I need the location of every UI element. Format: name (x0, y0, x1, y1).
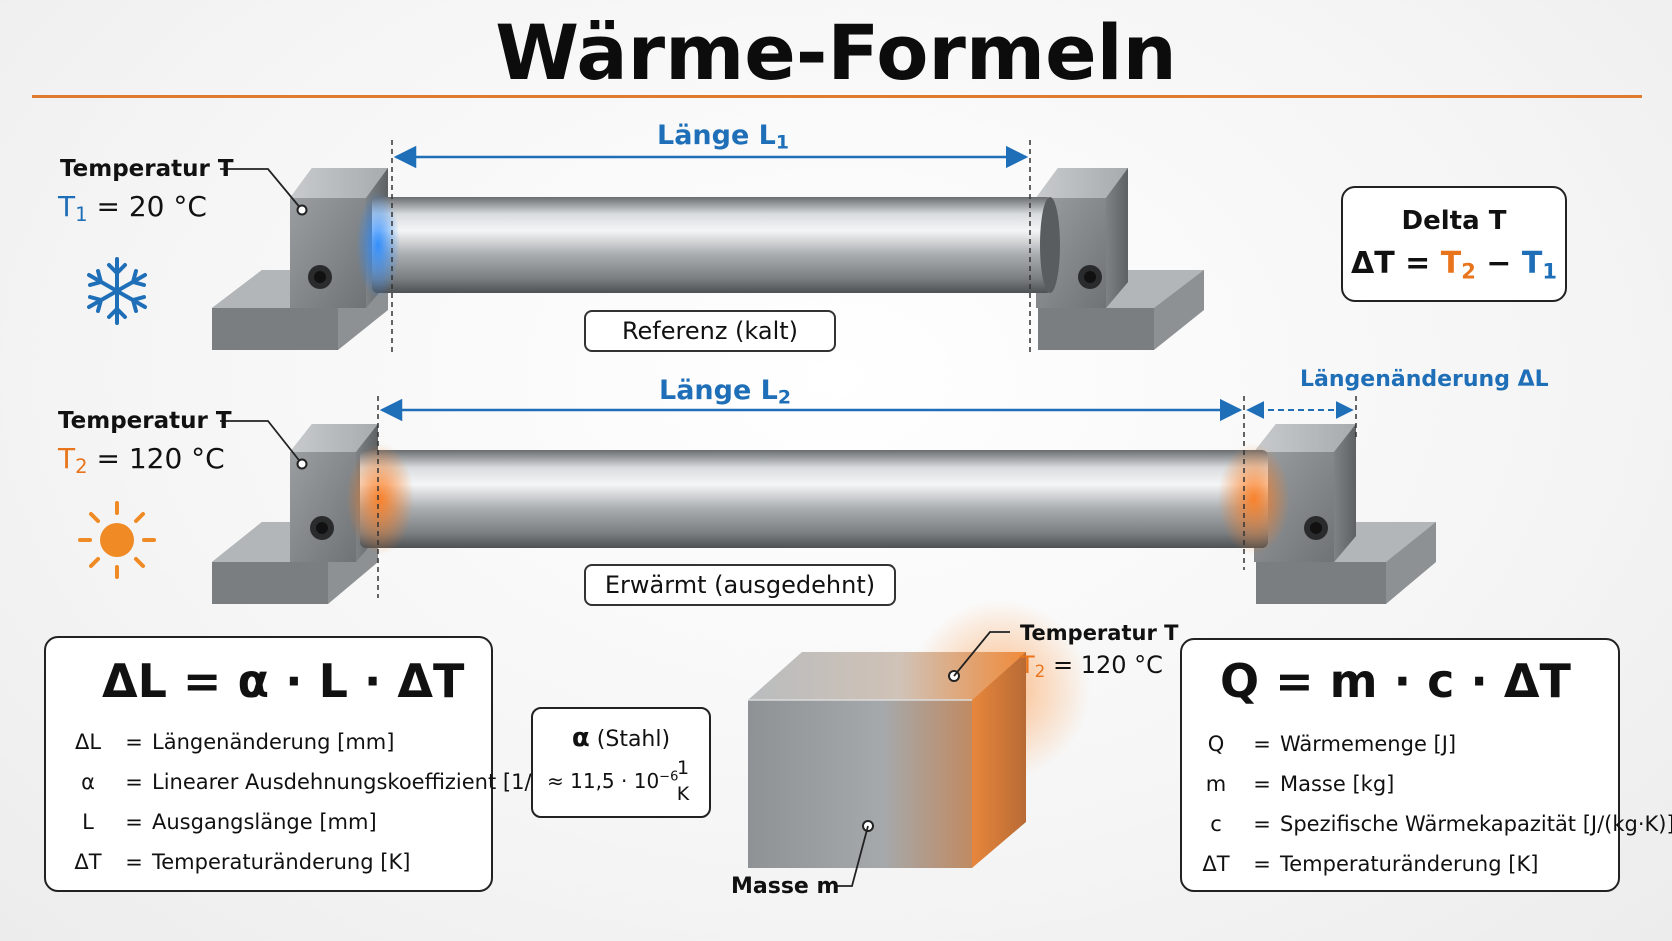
fraction-numerator: 1 (676, 757, 690, 779)
delta-t-formula: ΔT = T2 − T1 (1351, 246, 1557, 284)
sun-icon (78, 501, 156, 579)
length-l2-label: Länge L2 (659, 375, 792, 409)
mass-label: Masse m (731, 874, 840, 899)
expansion-formula-box: ΔL = α · L · ΔT ΔL=Längenänderung [mm] α… (44, 636, 553, 892)
heat-formula-box: Q = m · c · ΔT Q=Wärmemenge [J] m=Masse … (1180, 638, 1672, 892)
fraction-denominator: K (676, 783, 690, 805)
cold-glow (356, 191, 400, 299)
alpha-value: ≈ 11,5 · 10−6 (547, 769, 679, 793)
block-temp-label: Temperatur T (1020, 621, 1179, 645)
hot-glow-left (346, 443, 414, 555)
hot-temp-label: Temperatur T (58, 408, 232, 434)
hot-rod (360, 450, 1268, 548)
cold-rod (372, 197, 1052, 293)
legend-row: ΔT=Temperaturänderung [K] (74, 850, 411, 874)
legend-row: Q=Wärmemenge [J] (1207, 732, 1457, 756)
block-temp-value: T2 = 120 °C (1020, 651, 1163, 682)
snowflake-icon (87, 257, 147, 325)
hot-glow-right (1218, 443, 1290, 555)
alpha-coefficient-box: α (Stahl) ≈ 11,5 · 10−6 1 K (531, 707, 711, 818)
page-title: Wärme-Formeln (495, 8, 1177, 97)
length-l1-label: Länge L1 (657, 120, 790, 154)
alpha-heading: α (Stahl) (571, 723, 671, 753)
cold-temp-value: T1 = 20 °C (58, 190, 207, 226)
cold-temp-label: Temperatur T (60, 156, 234, 182)
heat-formula: Q = m · c · ΔT (1220, 654, 1571, 708)
cold-bar-assembly (212, 140, 1204, 352)
legend-row: m=Masse [kg] (1205, 772, 1395, 796)
legend-row: ΔT=Temperaturänderung [K] (1202, 852, 1539, 876)
legend-row: ΔL=Längenänderung [mm] (74, 730, 395, 754)
delta-t-heading: Delta T (1401, 206, 1507, 236)
delta-l-label: Längenänderung ΔL (1300, 367, 1549, 392)
heated-tag: Erwärmt (ausgedehnt) (584, 564, 896, 606)
reference-tag: Referenz (kalt) (584, 310, 836, 352)
expansion-formula: ΔL = α · L · ΔT (102, 654, 465, 708)
legend-row: α=Linearer Ausdehnungskoeffizient [1/K] (81, 770, 554, 794)
legend-row: c=Spezifische Wärmekapazität [J/(kg·K)] (1210, 812, 1672, 836)
title-divider (32, 95, 1642, 98)
heated-mass-block (748, 600, 1090, 887)
delta-t-box: Delta T ΔT = T2 − T1 (1341, 186, 1567, 302)
legend-row: L=Ausgangslänge [mm] (82, 810, 377, 834)
hot-bar-assembly (212, 396, 1436, 604)
hot-temp-value: T2 = 120 °C (58, 442, 225, 478)
